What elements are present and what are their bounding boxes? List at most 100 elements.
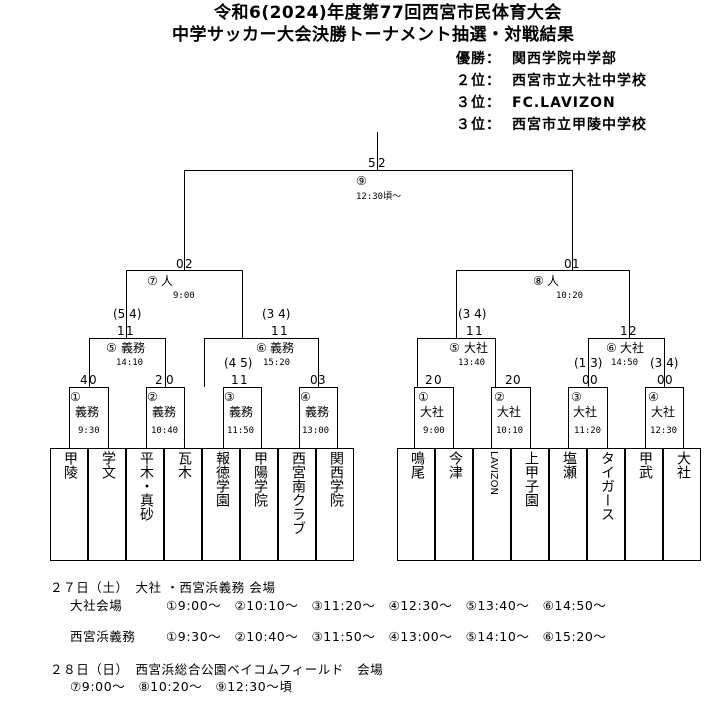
score: 1 [466,324,474,338]
score: 2 [425,373,433,387]
pk-score: (5 4) [113,307,142,321]
match-venue: 大社 [651,405,676,419]
score: 2 [629,324,637,338]
score: 1 [572,257,580,271]
match-number: ① [418,390,429,404]
team-box [435,448,473,561]
match-time: 10:10 [496,426,524,436]
team-name: 学文 [100,451,116,479]
team-name: 上甲子園 [523,451,539,507]
match-number: ③ [571,390,582,404]
match-venue: 義務 [270,341,295,355]
team-name: 平木・真砂 [138,451,154,521]
match-time: 12:30 [650,426,678,436]
result-place: ３位： [456,95,501,111]
score: 1 [475,324,483,338]
team-name: 瓦木 [176,451,192,479]
team-box [511,448,549,561]
score: 4 [80,373,88,387]
match-number: ② [494,390,505,404]
venue-a-label: 大社会場 [70,598,123,613]
result-team: FC.LAVIZON [512,95,616,111]
team-name: LAVIZON [488,451,499,495]
score: 0 [582,373,590,387]
team-box [549,448,587,561]
match-venue: 大社 [464,341,489,355]
match-time: 13:00 [302,426,330,436]
team-box [126,448,164,561]
score: 2 [505,373,513,387]
result-team: 西宮市立大社中学校 [512,73,647,89]
team-name: 甲陵 [62,451,78,479]
team-box [240,448,278,561]
team-name: 大社 [675,451,691,479]
score: 0 [513,373,521,387]
venue-b-label: 西宮浜義務 [70,629,136,644]
team-name: 報徳学園 [214,451,230,507]
day2-slots: ⑦9:00～ ⑧10:20～ ⑨12:30～頃 [70,679,293,694]
team-box [397,448,435,561]
score: 2 [155,373,163,387]
title-line-1: 令和6(2024)年度第77回西宮市民体育大会 [214,3,562,23]
match-venue: 義務 [75,405,100,419]
score: 0 [590,373,598,387]
pk-score: (1 3) [574,356,603,370]
day1-heading: ２７日（土） 大社 ・西宮浜義務 会場 [50,580,276,595]
team-box [587,448,625,561]
score: 2 [378,156,386,170]
pk-score: (3 4) [650,356,679,370]
match-number: ⑥ [606,341,617,355]
score: 2 [185,257,193,271]
venue-b-slots: ①9:30～ ②10:40～ ③11:50～ ④13:00～ ⑤14:10～ ⑥… [166,629,607,644]
result-team: 西宮市立甲陵中学校 [512,117,647,133]
match-number: ⑤ [106,341,117,355]
venue-a-slots: ①9:00～ ②10:10～ ③11:20～ ④12:30～ ⑤13:40～ ⑥… [166,598,607,613]
result-place: ３位： [456,117,501,133]
match-number: ⑦ [147,274,158,288]
match-time: 14:50 [611,358,639,368]
match-time: 15:20 [263,358,291,368]
team-name: 塩瀬 [561,451,577,479]
match-time: 13:40 [458,358,486,368]
match-number: ④ [648,390,659,404]
team-box [625,448,663,561]
match-venue: 大社 [573,405,598,419]
score: 5 [368,156,376,170]
team-box [164,448,202,561]
score: 0 [564,257,572,271]
match-venue: 大社 [420,405,445,419]
team-name: 甲陽学院 [252,451,268,507]
score: 0 [665,373,673,387]
match-venue: 大社 [497,405,522,419]
team-box [473,448,511,561]
match-number: ④ [300,390,311,404]
match-number: ② [147,390,158,404]
team-name: 甲武 [637,451,653,479]
score: 0 [176,257,184,271]
pk-score: (3 4) [262,307,291,321]
match-venue: 義務 [121,341,146,355]
score: 0 [166,373,174,387]
match-time: 11:50 [227,426,255,436]
team-name: 関西学院 [328,451,344,507]
pk-score: (3 4) [458,307,487,321]
match-venue: 義務 [229,405,254,419]
match-time: 10:20 [556,291,584,301]
team-box [202,448,240,561]
match-number: ⑤ [449,341,460,355]
score: 1 [126,324,134,338]
result-team: 関西学院中学部 [512,51,617,67]
score: 1 [271,324,279,338]
title-line-2: 中学サッカー大会決勝トーナメント抽選・対戦結果 [172,25,575,45]
match-time: 9:00 [173,291,195,301]
team-box [88,448,126,561]
team-box [50,448,88,561]
match-number: ⑧ [533,274,544,288]
team-name: 今津 [447,451,463,479]
pk-score: (4 5) [224,356,253,370]
score: 1 [117,324,125,338]
match-time: 10:40 [151,426,179,436]
match-number: ⑨ [356,174,367,188]
score: 0 [89,373,97,387]
